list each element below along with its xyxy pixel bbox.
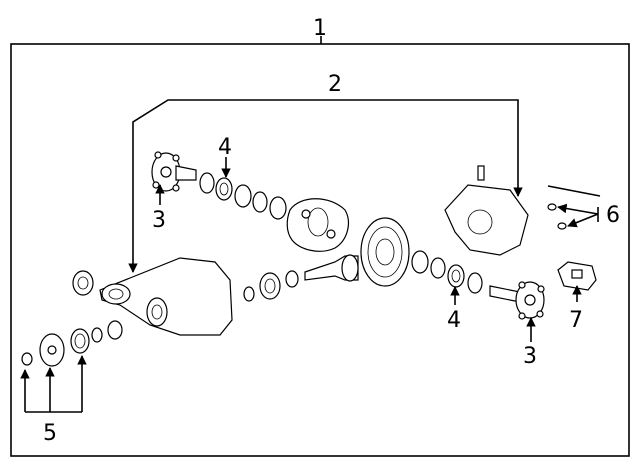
- seal-rings-lower: [411, 250, 483, 294]
- breather-caps: [547, 203, 567, 230]
- seal-rings-upper: [199, 172, 287, 220]
- front-flange-parts: [21, 320, 123, 367]
- main-housing: [99, 257, 233, 336]
- callout-2: 2: [328, 72, 342, 97]
- ring-gear: [360, 217, 410, 287]
- pinion-flange-right: [489, 281, 545, 320]
- callout-7: 7: [569, 308, 583, 333]
- actuator: [557, 261, 597, 291]
- long-bolt: [547, 185, 601, 197]
- callout-5: 5: [43, 421, 57, 446]
- rear-cover: [444, 165, 529, 256]
- callout-2-leader: [128, 99, 523, 273]
- callout-4b: 4: [447, 308, 461, 333]
- pinion-flange-left: [151, 151, 197, 192]
- callout-3a: 3: [152, 208, 166, 233]
- callout-5-leader: [20, 355, 87, 413]
- callout-6: 6: [606, 203, 620, 228]
- bearing-left: [72, 270, 94, 296]
- assembly-frame: [10, 43, 630, 457]
- callout-1: 1: [313, 16, 327, 41]
- differential-case: [286, 198, 349, 252]
- pinion-gear: [304, 254, 359, 282]
- callout-6-leader: [557, 203, 599, 228]
- callout-3b: 3: [523, 344, 537, 369]
- bearings-middle: [243, 270, 299, 302]
- callout-4a: 4: [218, 135, 232, 160]
